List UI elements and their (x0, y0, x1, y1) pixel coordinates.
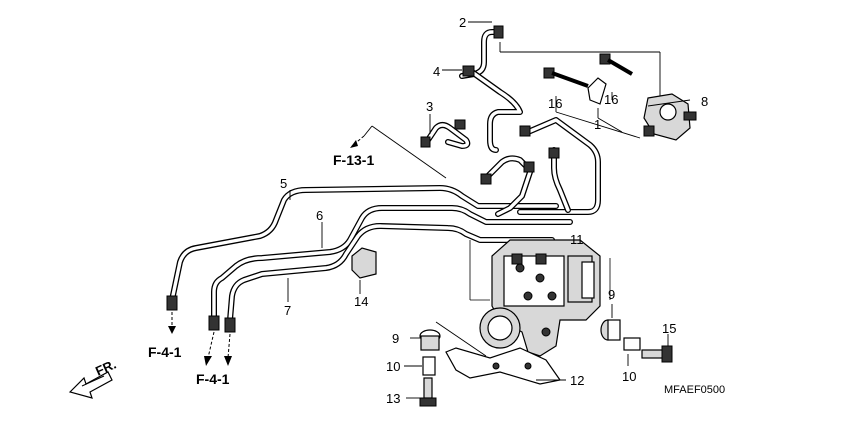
callout-9-left: 9 (392, 331, 399, 346)
bracket-1 (587, 77, 607, 105)
callout-12: 12 (570, 373, 584, 388)
assembly-dashes (469, 240, 611, 301)
brake-pipe-6 (208, 205, 573, 331)
collar-10-right (623, 337, 641, 351)
brake-pipe-1 (517, 117, 601, 215)
ref-arrow-f4-left (168, 312, 176, 334)
clip-14 (351, 247, 377, 279)
brake-pipe-4 (462, 65, 523, 153)
callout-7: 7 (284, 303, 291, 318)
callout-11: 11 (570, 232, 584, 247)
bolt-15 (641, 345, 673, 363)
callout-13: 13 (386, 391, 400, 406)
proportioning-valve (643, 93, 697, 141)
diagram-code: MFAEF0500 (664, 384, 725, 396)
bolt-13 (419, 377, 437, 407)
callout-16-b: 16 (604, 92, 618, 107)
callout-16-a: 16 (548, 96, 562, 111)
grommet-9-left (419, 329, 441, 351)
callout-4: 4 (433, 64, 440, 79)
callout-10-left: 10 (386, 359, 400, 374)
ref-arrow-f4-mid-b (224, 333, 232, 366)
ref-arrow-f4-mid-a (204, 331, 215, 366)
modulator-pipes (480, 147, 571, 217)
callout-1: 1 (594, 117, 601, 132)
callout-labels: 2 4 3 5 6 7 14 11 9 8 1 16 16 9 10 13 12… (280, 15, 708, 406)
callout-15: 15 (662, 321, 676, 336)
callout-8: 8 (701, 94, 708, 109)
callout-5: 5 (280, 176, 287, 191)
brake-pipe-5 (166, 185, 559, 311)
callout-3: 3 (426, 99, 433, 114)
ref-arrow-f13 (350, 135, 365, 148)
bolt-16-b (599, 53, 634, 76)
collar-10-left (422, 356, 436, 376)
brake-pipe-3 (420, 119, 471, 149)
direction-label: FR. (93, 357, 118, 379)
grommet-9-right (600, 319, 621, 341)
front-direction-arrow: FR. (68, 357, 118, 399)
brake-pipe-7 (224, 223, 555, 333)
ref-label-f13-1: F-13-1 (333, 152, 374, 168)
bolt-16-a (543, 67, 589, 88)
ref-label-f4-1-left: F-4-1 (148, 344, 182, 360)
callout-9-right: 9 (608, 287, 615, 302)
callout-10-right: 10 (622, 369, 636, 384)
callout-6: 6 (316, 208, 323, 223)
abs-modulator (479, 239, 601, 357)
callout-2: 2 (459, 15, 466, 30)
leader-lines (287, 21, 691, 399)
callout-14: 14 (354, 294, 368, 309)
ref-label-f4-1-right: F-4-1 (196, 371, 230, 387)
